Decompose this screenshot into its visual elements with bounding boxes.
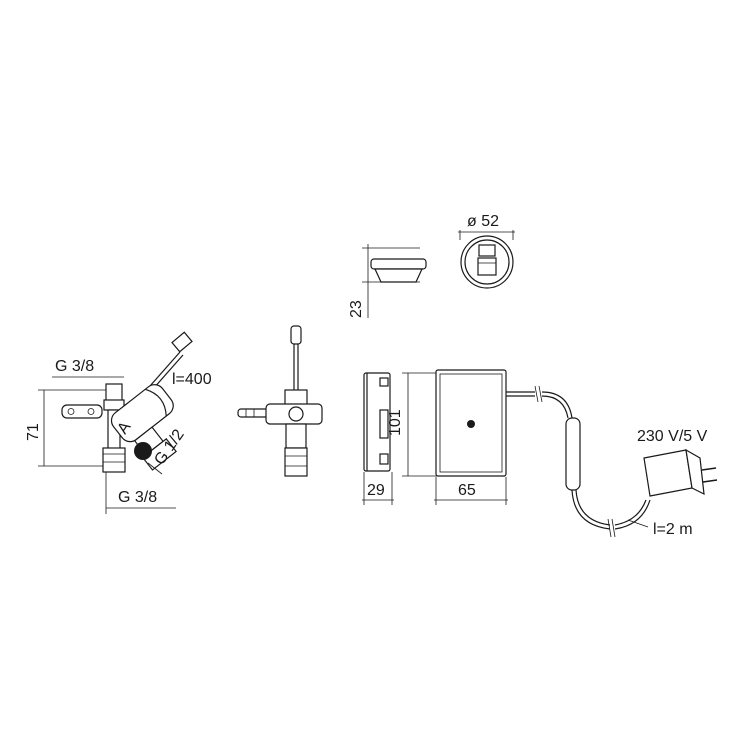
cable-connector xyxy=(171,331,193,353)
front-center-ring xyxy=(288,406,304,422)
valve-cable-2 xyxy=(152,354,184,390)
outlet-nut xyxy=(102,447,126,473)
psu-cable-length-label: l=2 m xyxy=(653,521,693,538)
box-depth-label: 29 xyxy=(367,482,385,499)
box-side-tab-bottom xyxy=(379,453,389,465)
box-height-label: 101 xyxy=(387,409,404,436)
thread-inlet-label: G 3/8 xyxy=(55,358,94,375)
box-width-label: 65 xyxy=(458,482,476,499)
cable-to-plug-1 xyxy=(614,499,651,530)
sensor-diameter-label: ø 52 xyxy=(467,213,499,230)
plug-adapter-side xyxy=(685,448,705,496)
box-side-tab-top xyxy=(379,377,389,387)
power-supply: l=2 m 230 V/5 V xyxy=(506,385,718,538)
plug-adapter-body xyxy=(643,449,693,497)
valve-coil xyxy=(110,384,174,443)
sensor-side-view: 23 xyxy=(348,244,427,318)
sensor-outer-ring xyxy=(460,235,514,289)
box-side-tab-mid xyxy=(379,409,389,439)
electronics-box-front: 101 65 xyxy=(387,369,508,505)
height-label: 71 xyxy=(25,423,42,441)
front-bracket xyxy=(237,408,269,418)
cable-lower-1 xyxy=(571,489,611,530)
thread-outlet-leader xyxy=(147,462,163,475)
cable-length-label: l=400 xyxy=(172,371,212,388)
cable-break-1 xyxy=(534,385,539,403)
valve-outlet-thread xyxy=(141,438,177,471)
sensor-flange xyxy=(370,258,427,270)
coil-cap-line xyxy=(145,388,167,417)
bracket-hole-left xyxy=(67,408,75,415)
inline-transformer xyxy=(565,417,581,491)
valve-front-view xyxy=(237,325,323,477)
valve-cable xyxy=(149,351,181,387)
cable-curve-1 xyxy=(541,391,573,419)
psu-rating-label: 230 V/5 V xyxy=(637,428,708,445)
cable-break-3 xyxy=(607,518,612,538)
sensor-window-top xyxy=(478,244,496,257)
box-side-outline xyxy=(363,372,391,472)
sensor-body xyxy=(374,268,423,283)
sensor-front-view: ø 52 xyxy=(458,213,515,289)
box-front-inner xyxy=(439,373,503,473)
front-outlet-nut xyxy=(284,447,308,477)
front-neck xyxy=(285,423,307,449)
front-connector xyxy=(290,325,302,345)
plug-pin-bottom xyxy=(702,479,718,483)
inlet-nut xyxy=(105,383,123,403)
bracket-hole-right xyxy=(87,408,95,415)
electronics-box-side: 29 xyxy=(362,372,394,505)
cable-length-leader xyxy=(627,519,649,528)
thread-bottom-label: G 3/8 xyxy=(118,489,157,506)
sensor-window-bottom xyxy=(477,257,497,276)
solenoid-valve: G 3/8 71 l=400 A G 1/2 xyxy=(25,331,212,514)
plug-pin-top xyxy=(701,467,717,471)
mounting-bracket xyxy=(61,404,103,419)
sensor-height-label: 23 xyxy=(348,300,365,318)
cable-break-4 xyxy=(611,518,616,538)
box-indicator-led xyxy=(467,420,475,428)
thread-end-fill xyxy=(134,442,152,460)
cable-to-plug-2 xyxy=(614,499,647,526)
cable-lower-2 xyxy=(575,489,611,526)
cable-curve-2 xyxy=(541,395,569,419)
sensor-inner-ring xyxy=(464,239,510,285)
cable-break-2 xyxy=(538,385,543,403)
